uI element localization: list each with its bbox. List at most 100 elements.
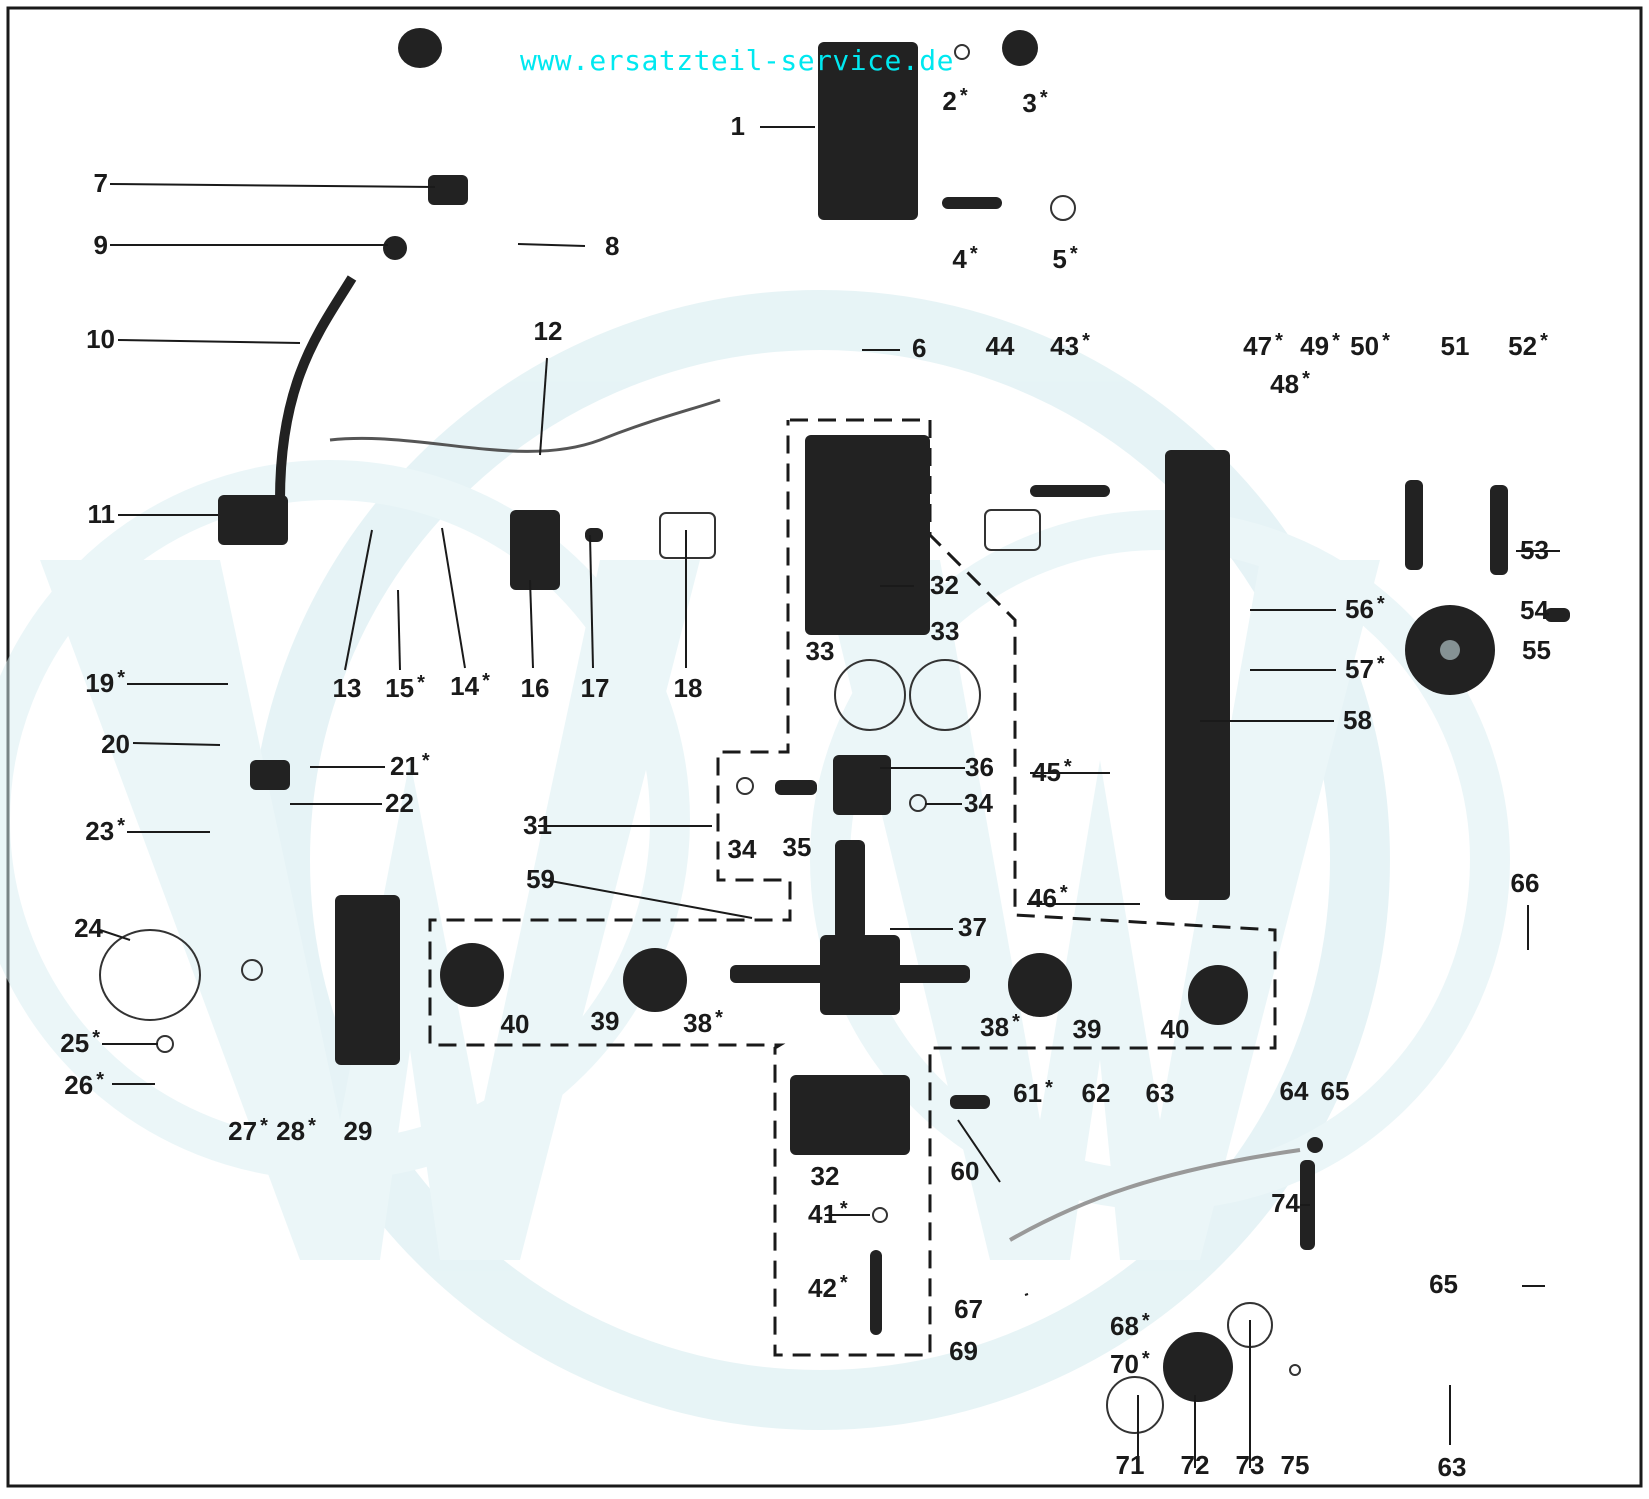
part-number-label: 33 [806, 636, 835, 666]
part-shape [623, 948, 687, 1012]
part-number-label: 70* [1110, 1348, 1150, 1379]
part-number-label: 54 [1520, 595, 1549, 625]
part-shape [510, 510, 560, 590]
part-number-label: 16 [521, 673, 550, 703]
part-number-label: 25* [60, 1027, 100, 1058]
optional-part-star: * [1377, 593, 1385, 615]
optional-part-star: * [1275, 330, 1283, 352]
part-number: 25 [60, 1028, 89, 1058]
part-number-label: 43* [1050, 330, 1090, 361]
part-shape [659, 512, 716, 559]
optional-part-star: * [1045, 1077, 1053, 1099]
part-shape [1440, 640, 1460, 660]
part-number-label: 32 [930, 570, 959, 600]
part-number: 38 [683, 1008, 712, 1038]
part-shape [1545, 608, 1570, 622]
part-number-label: 66 [1511, 868, 1540, 898]
part-number: 40 [501, 1009, 530, 1039]
part-number: 36 [965, 752, 994, 782]
part-number-label: 71 [1116, 1450, 1145, 1480]
part-shape [440, 943, 504, 1007]
part-shape [835, 840, 865, 940]
leader-line [132, 742, 221, 746]
part-shape [335, 895, 400, 1065]
part-number: 15 [385, 673, 414, 703]
part-number-label: 72 [1181, 1450, 1210, 1480]
part-number-label: 35 [783, 832, 812, 862]
part-number: 38 [980, 1012, 1009, 1042]
part-number-label: 13 [333, 673, 362, 703]
part-number: 45 [1032, 757, 1061, 787]
part-shape [398, 28, 442, 68]
part-number: 40 [1161, 1014, 1190, 1044]
part-number-label: 4* [952, 243, 977, 274]
part-number-label: 53 [1520, 535, 1549, 565]
part-number-label: 36 [965, 752, 994, 782]
part-number-label: 32 [811, 1161, 840, 1191]
part-shape [1165, 450, 1230, 900]
part-number-label: 68* [1110, 1310, 1150, 1341]
part-shape [790, 1075, 910, 1155]
part-shape [870, 1250, 882, 1335]
part-number: 4 [952, 244, 967, 274]
part-shape [250, 760, 290, 790]
part-number-label: 33 [931, 616, 960, 646]
part-shape [1002, 30, 1038, 66]
part-number-label: 38* [980, 1011, 1020, 1042]
part-number-label: 57* [1345, 653, 1385, 684]
part-number-label: 3* [1022, 87, 1047, 118]
part-number: 75 [1281, 1450, 1310, 1480]
part-number: 57 [1345, 654, 1374, 684]
short-circuit-wire [329, 398, 721, 453]
part-number-label: 18 [674, 673, 703, 703]
part-number-label: 41* [808, 1198, 848, 1229]
part-number: 68 [1110, 1311, 1139, 1341]
part-number-label: 24 [74, 913, 103, 943]
part-number: 39 [1073, 1014, 1102, 1044]
part-number-label: 15* [385, 672, 425, 703]
part-number: 71 [1116, 1450, 1145, 1480]
part-number: 37 [958, 912, 987, 942]
part-number: 49 [1300, 331, 1329, 361]
part-number-label: 21* [390, 750, 430, 781]
part-number-label: 38* [683, 1007, 723, 1038]
part-number-label: 74 [1271, 1188, 1300, 1218]
optional-part-star: * [840, 1198, 848, 1220]
part-number: 56 [1345, 594, 1374, 624]
leader-line [529, 579, 534, 669]
optional-part-star: * [117, 667, 125, 689]
part-number-label: 12 [534, 316, 563, 346]
leader-line [441, 527, 466, 669]
part-shape [818, 42, 918, 220]
part-number-label: 67 [954, 1294, 983, 1324]
part-number: 9 [94, 230, 108, 260]
optional-part-star: * [422, 750, 430, 772]
part-number: 3 [1022, 88, 1036, 118]
part-shape [1008, 953, 1072, 1017]
part-shape [156, 1035, 174, 1053]
part-number-label: 17 [581, 673, 610, 703]
leader-line [539, 357, 548, 456]
optional-part-star: * [1142, 1348, 1150, 1370]
part-shape [942, 197, 1002, 209]
part-number-label: 61* [1013, 1077, 1053, 1108]
part-shape [1188, 965, 1248, 1025]
part-number: 27 [228, 1116, 257, 1146]
optional-part-star: * [117, 815, 125, 837]
leader-line [589, 534, 594, 669]
part-number-label: 40 [1161, 1014, 1190, 1044]
part-number-label: 10 [86, 324, 115, 354]
part-number: 39 [591, 1006, 620, 1036]
gear-watermark [0, 290, 1510, 1430]
part-number-label: 11 [88, 499, 116, 529]
part-number-label: 34 [964, 788, 993, 818]
part-number: 13 [333, 673, 362, 703]
part-shape [730, 965, 970, 983]
part-number: 63 [1438, 1452, 1467, 1482]
part-number-label: 22 [385, 788, 414, 818]
part-shape [428, 175, 468, 205]
fuel-hose [1009, 1148, 1301, 1242]
part-shape [241, 959, 263, 981]
parts-layer [99, 28, 1570, 1434]
